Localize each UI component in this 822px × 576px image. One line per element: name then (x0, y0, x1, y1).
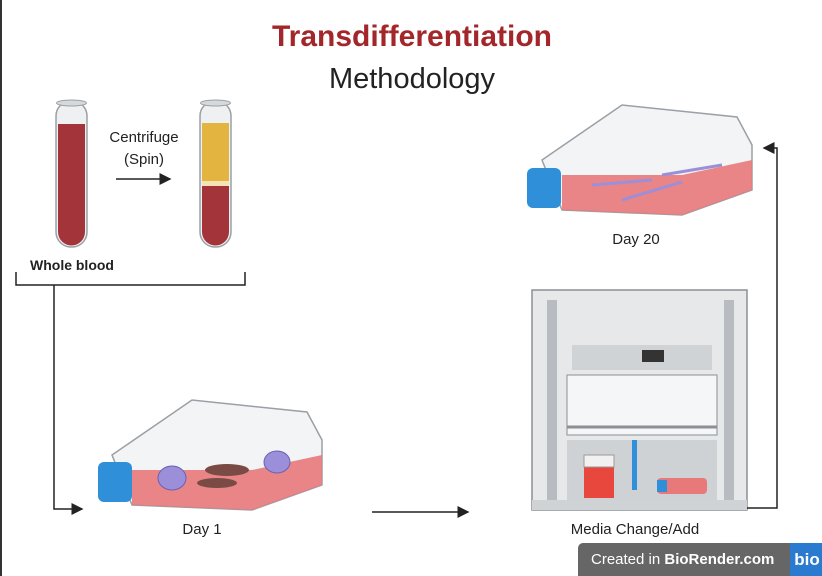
biorender-badge[interactable]: Created in BioRender.com bio (578, 543, 822, 576)
badge-text: Created in BioRender.com (578, 551, 790, 568)
badge-prefix: Created in (591, 551, 665, 568)
title-line2: Methodology (329, 63, 496, 95)
centrifuge-label: Centrifuge (109, 129, 178, 146)
day1-label: Day 1 (182, 521, 221, 538)
day20-label: Day 20 (612, 231, 660, 248)
title-line1: Transdifferentiation (272, 20, 552, 53)
connector-arrow-to-day1 (53, 285, 84, 515)
whole-blood-tube (55, 99, 88, 248)
badge-brand: BioRender.com (664, 551, 775, 568)
biorender-logo-icon: bio (790, 543, 822, 576)
arrow-to-day20 (747, 142, 778, 509)
separated-blood-tube (199, 99, 232, 248)
flask-day20 (527, 104, 753, 216)
spin-label: (Spin) (124, 151, 164, 168)
flask-day1 (98, 399, 323, 511)
bracket (15, 272, 246, 286)
whole-blood-label: Whole blood (30, 257, 114, 273)
media-change-label: Media Change/Add (571, 521, 699, 538)
fume-hood (531, 289, 748, 511)
